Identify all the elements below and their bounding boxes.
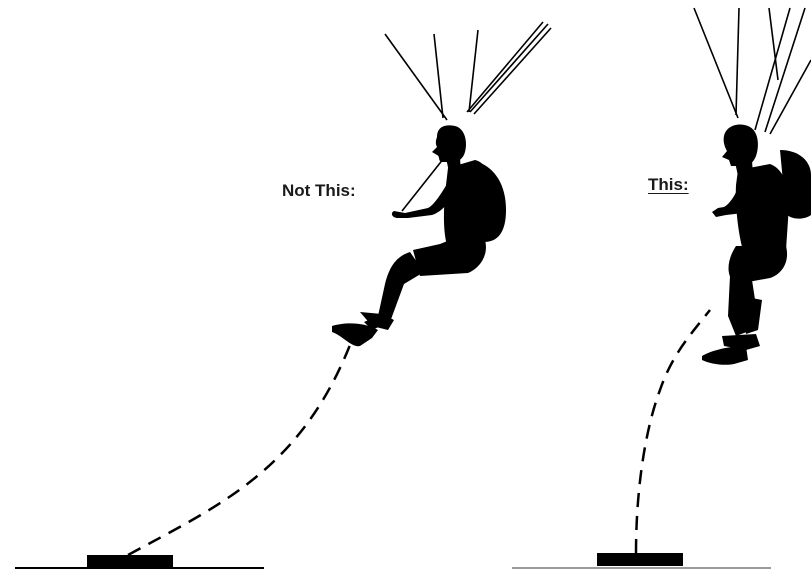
left-dashed-line [128,345,350,555]
left-anchor-block [87,555,173,568]
right-anchor-block [597,553,683,566]
right-dashed-line [636,310,710,553]
not-this-caption: Not This: [282,182,356,199]
right-panel [512,8,811,568]
left-panel [15,22,551,568]
right-person-silhouette [702,124,811,364]
left-person-silhouette [332,125,506,346]
this-caption: This: [648,176,689,193]
